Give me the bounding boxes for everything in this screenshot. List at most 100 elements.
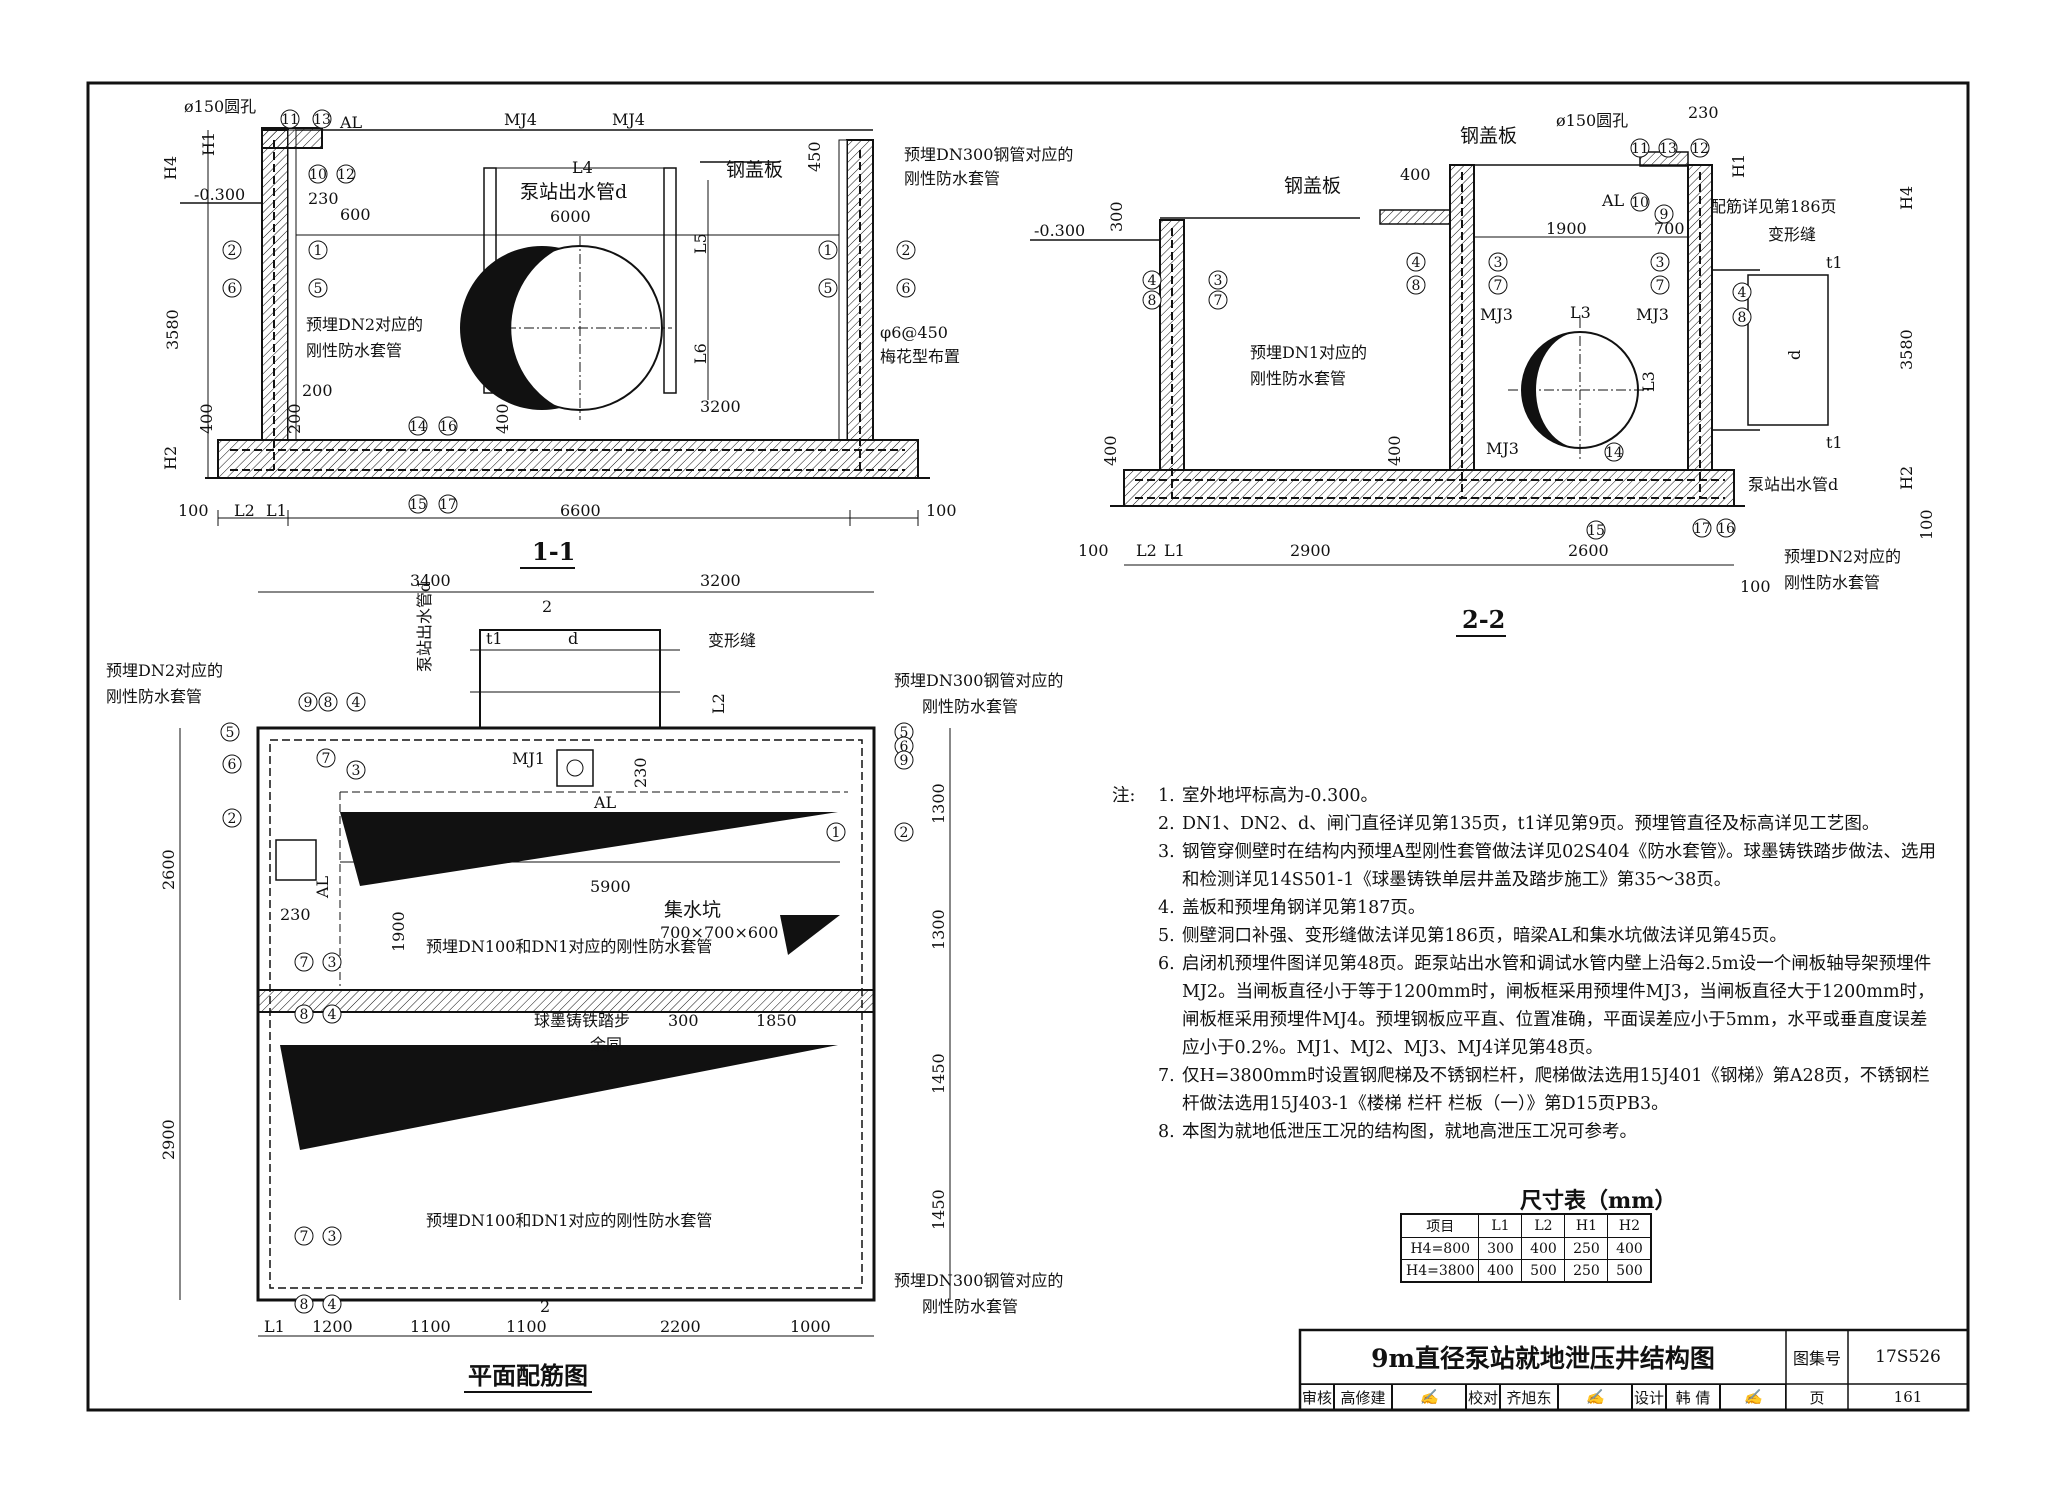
table-cell: 500: [1607, 1259, 1652, 1283]
dim-6000: 6000: [550, 207, 591, 226]
note-3: 钢管穿侧壁时在结构内预埋A型刚性套管做法详见02S404《防水套管》。球墨铸铁踏…: [1182, 842, 1937, 890]
svg-text:3: 3: [1214, 273, 1223, 289]
page-label: 页: [1809, 1388, 1825, 1407]
rigid-sleeve-label-plan-b: 刚性防水套管: [922, 697, 1018, 716]
svg-text:11: 11: [1631, 141, 1649, 157]
dim-2900-plan: 2900: [159, 1119, 178, 1160]
table-header-cell: 项目: [1400, 1213, 1480, 1238]
svg-text:1: 1: [824, 243, 833, 259]
dim-2200: 2200: [660, 1317, 701, 1336]
steel-cover-label-2-2a: 钢盖板: [1460, 125, 1517, 147]
dim-100b-2-2: 100: [1740, 577, 1771, 596]
svg-text:2: 2: [900, 825, 909, 841]
dim-100c-2-2: 100: [1917, 509, 1936, 540]
svg-text:4: 4: [328, 1007, 337, 1023]
dim-230-1-1: 230: [308, 189, 339, 208]
mj3-label-c: MJ3: [1486, 439, 1519, 458]
dim-230b-plan: 230: [280, 905, 311, 924]
note-5: 侧壁洞口补强、变形缝做法详见第186页，暗梁AL和集水坑做法详见第45页。: [1182, 926, 1787, 946]
svg-text:3: 3: [1656, 255, 1665, 271]
al-label-plan-a: AL: [593, 793, 617, 812]
note-item: 7.仅H=3800mm时设置钢爬梯及不锈钢栏杆，爬梯做法选用15J401《钢梯》…: [1158, 1066, 1930, 1114]
svg-text:13: 13: [1659, 141, 1677, 157]
svg-text:17: 17: [1693, 521, 1711, 537]
svg-text:11: 11: [281, 112, 299, 128]
svg-text:10: 10: [309, 167, 327, 183]
embedded-dn2-label-2-2: 预埋DN2对应的: [1784, 547, 1901, 566]
mj4-label-b: MJ4: [612, 110, 645, 129]
table-cell: 400: [1607, 1237, 1652, 1260]
svg-text:2: 2: [228, 811, 237, 827]
svg-text:16: 16: [1717, 521, 1735, 537]
design-label: 设计: [1632, 1384, 1666, 1410]
dim-2600-2-2: 2600: [1568, 541, 1609, 560]
svg-text:5: 5: [314, 281, 323, 297]
dim-100b-1-1: 100: [926, 501, 957, 520]
embedded-dn1-label: 预埋DN1对应的: [1250, 343, 1367, 362]
svg-text:4: 4: [1738, 285, 1747, 301]
expansion-joint-label-2-2: 变形缝: [1768, 225, 1816, 244]
dim-1900-plan: 1900: [389, 911, 408, 952]
embedded-dn300-label-1-1: 预埋DN300钢管对应的: [904, 145, 1073, 164]
svg-text:6: 6: [228, 281, 237, 297]
dim-400b-1-1: 400: [493, 403, 512, 434]
check-label: 校对: [1466, 1384, 1500, 1410]
dim-3400: 3400: [410, 571, 451, 590]
steel-cover-label-2-2b: 钢盖板: [1284, 175, 1341, 197]
dim-3580-1-1: 3580: [163, 309, 182, 350]
svg-text:6: 6: [228, 757, 237, 773]
review-label: 审核: [1300, 1384, 1334, 1410]
note-item: 8.本图为就地低泄压工况的结构图，就地高泄压工况可参考。: [1158, 1122, 1637, 1142]
dim-l2-plan: L2: [709, 693, 728, 714]
dim-1300b: 1300: [929, 909, 948, 950]
rebar-note: φ6@450: [880, 323, 948, 342]
dim-700-2-2: 700: [1654, 219, 1685, 238]
cut-mark-2-bottom: 2: [540, 1297, 550, 1316]
note-8: 本图为就地低泄压工况的结构图，就地高泄压工况可参考。: [1182, 1122, 1637, 1142]
dim-300-2-2: 300: [1107, 201, 1126, 232]
table-header-cell: H2: [1607, 1213, 1652, 1238]
svg-text:9: 9: [1660, 207, 1669, 223]
table-cell: 300: [1478, 1237, 1523, 1260]
embedded-dn100-label-b: 预埋DN100和DN1对应的刚性防水套管: [426, 1211, 712, 1230]
mj4-label-a: MJ4: [504, 110, 537, 129]
rigid-sleeve-label-plan-c: 刚性防水套管: [922, 1297, 1018, 1316]
atlas-label: 图集号: [1792, 1349, 1841, 1368]
svg-text:4: 4: [352, 695, 361, 711]
svg-text:5: 5: [824, 281, 833, 297]
dim-d-2-2: d: [1785, 350, 1804, 360]
dim-1300a: 1300: [929, 783, 948, 824]
svg-text:8: 8: [1412, 278, 1421, 294]
hole-label-1-1: ø150圆孔: [184, 97, 256, 116]
embedded-dn300-label-plan-a: 预埋DN300钢管对应的: [894, 671, 1063, 690]
dim-100a-2-2: 100: [1078, 541, 1109, 560]
svg-text:8: 8: [300, 1297, 309, 1313]
drawing-title: 9m直径泵站就地泄压井结构图: [1371, 1344, 1715, 1373]
svg-text:2: 2: [228, 243, 237, 259]
dim-3200-1-1: 3200: [700, 397, 741, 416]
outlet-pipe-label-2-2: 泵站出水管d: [1748, 475, 1838, 494]
svg-text:6: 6: [900, 739, 909, 755]
mj1-label: MJ1: [512, 749, 545, 768]
table-cell: 400: [1521, 1237, 1566, 1260]
table-cell: 400: [1478, 1259, 1523, 1283]
dim-1000: 1000: [790, 1317, 831, 1336]
dim-1850: 1850: [756, 1011, 797, 1030]
dim-2900-2-2: 2900: [1290, 541, 1331, 560]
note-item: 5.侧壁洞口补强、变形缝做法详见第186页，暗梁AL和集水坑做法详见第45页。: [1158, 926, 1787, 946]
notes-heading: 注:: [1112, 786, 1136, 806]
rigid-sleeve-label-2-2a: 刚性防水套管: [1250, 369, 1346, 388]
note-item: 3.钢管穿侧壁时在结构内预埋A型刚性套管做法详见02S404《防水套管》。球墨铸…: [1158, 842, 1937, 890]
l4-label: L4: [572, 158, 593, 177]
svg-text:14: 14: [1605, 445, 1623, 461]
dim-1100b: 1100: [506, 1317, 547, 1336]
svg-text:7: 7: [1656, 278, 1665, 294]
rigid-sleeve-label-1-1b: 刚性防水套管: [306, 341, 402, 360]
steel-cover-label-1-1: 钢盖板: [726, 159, 783, 181]
dim-elev-1-1: -0.300: [194, 185, 245, 204]
svg-text:7: 7: [300, 955, 309, 971]
dim-1450a: 1450: [929, 1053, 948, 1094]
svg-text:3: 3: [352, 763, 361, 779]
